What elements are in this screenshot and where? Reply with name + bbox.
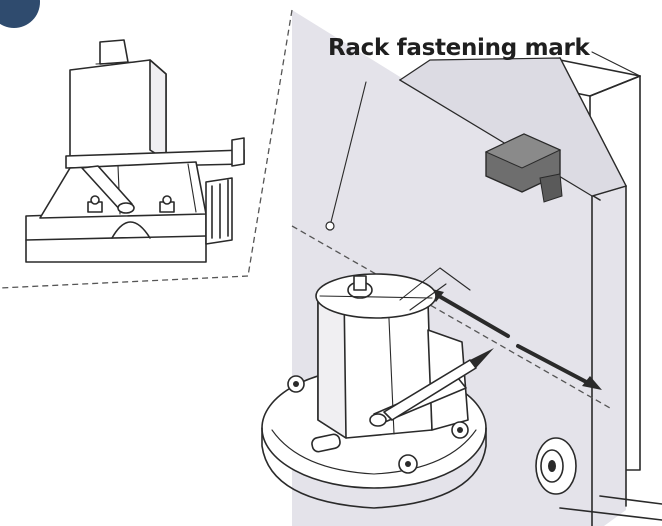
inset-motor-side-view	[26, 40, 244, 262]
gate-roller-wheel	[536, 438, 576, 494]
step-badge	[0, 0, 40, 28]
rack-fastening-mark-label: Rack fastening mark	[328, 34, 590, 62]
